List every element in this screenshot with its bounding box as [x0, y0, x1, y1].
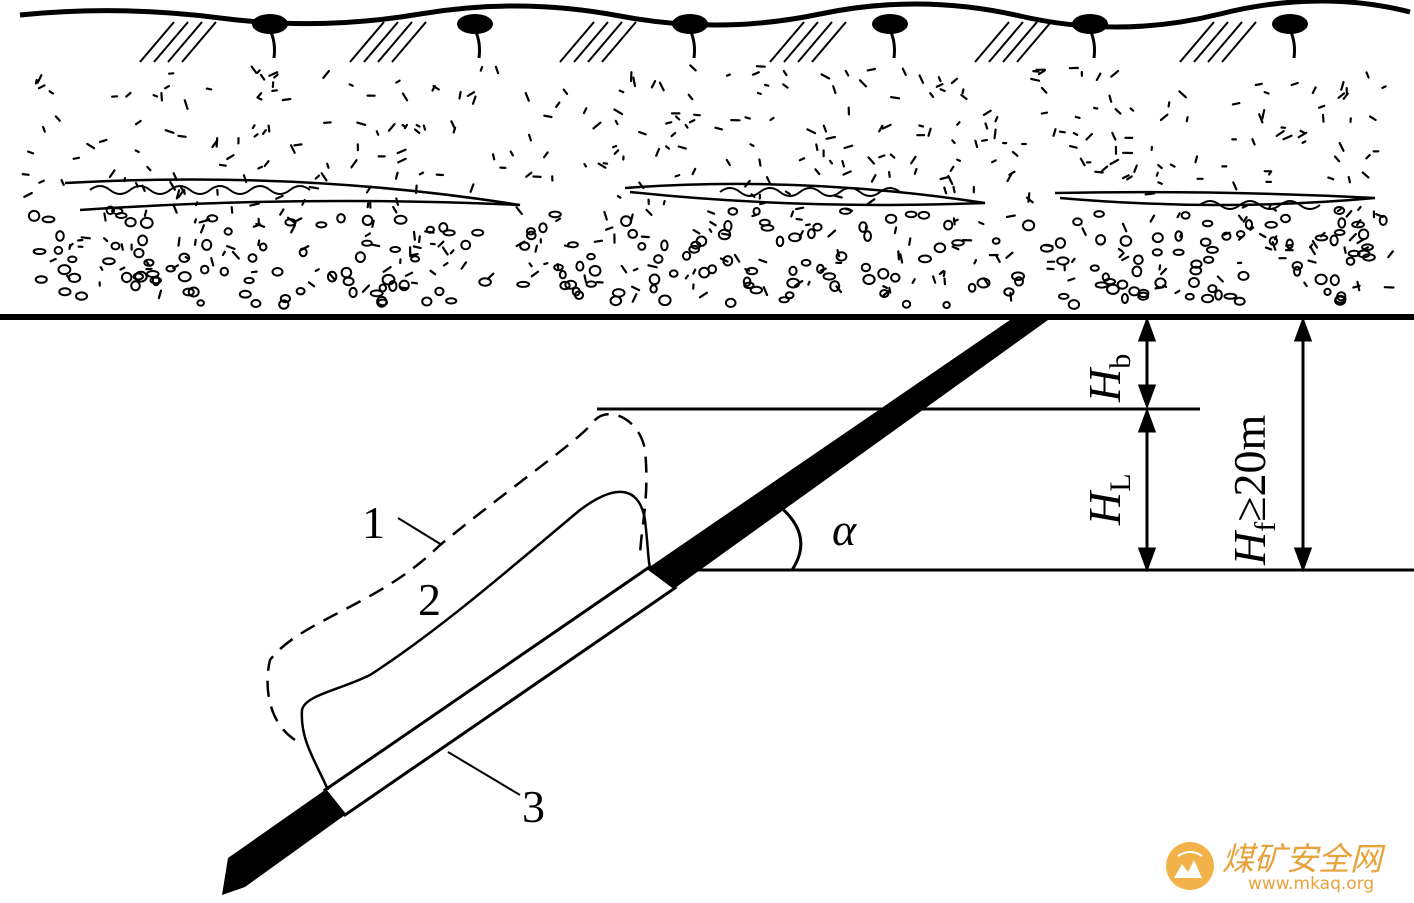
zone-3-leader [447, 751, 521, 796]
surface-hatching [139, 21, 1257, 63]
coal-seam [222, 320, 1048, 895]
watermark: 煤矿安全网 www.mkaq.org [1166, 840, 1386, 894]
overburden-pebbles [27, 205, 1388, 310]
hf-label: Hf≥20m [1224, 415, 1282, 566]
dip-angle-arc [777, 503, 803, 571]
dimension-arrows [1137, 316, 1313, 573]
aquifer-lenses [64, 178, 1376, 212]
caved-zone-boundary-1 [266, 412, 648, 742]
zone-1-label: 1 [362, 497, 385, 548]
fractured-zone-boundary-2 [300, 490, 652, 791]
ground-surface [19, 0, 1411, 30]
watermark-logo [1166, 842, 1214, 890]
zone-1-leader [397, 517, 443, 546]
watermark-site-name: 煤矿安全网 [1222, 840, 1386, 878]
overburden-speckles [21, 64, 1395, 303]
zone-3-label: 3 [522, 781, 545, 832]
vegetation-clumps [252, 14, 1308, 59]
zone-2-label: 2 [418, 574, 441, 625]
dip-angle-label: α [832, 504, 857, 555]
watermark-url: www.mkaq.org [1248, 874, 1374, 894]
hb-label: Hb [1079, 354, 1137, 403]
hl-label: HL [1079, 473, 1137, 526]
